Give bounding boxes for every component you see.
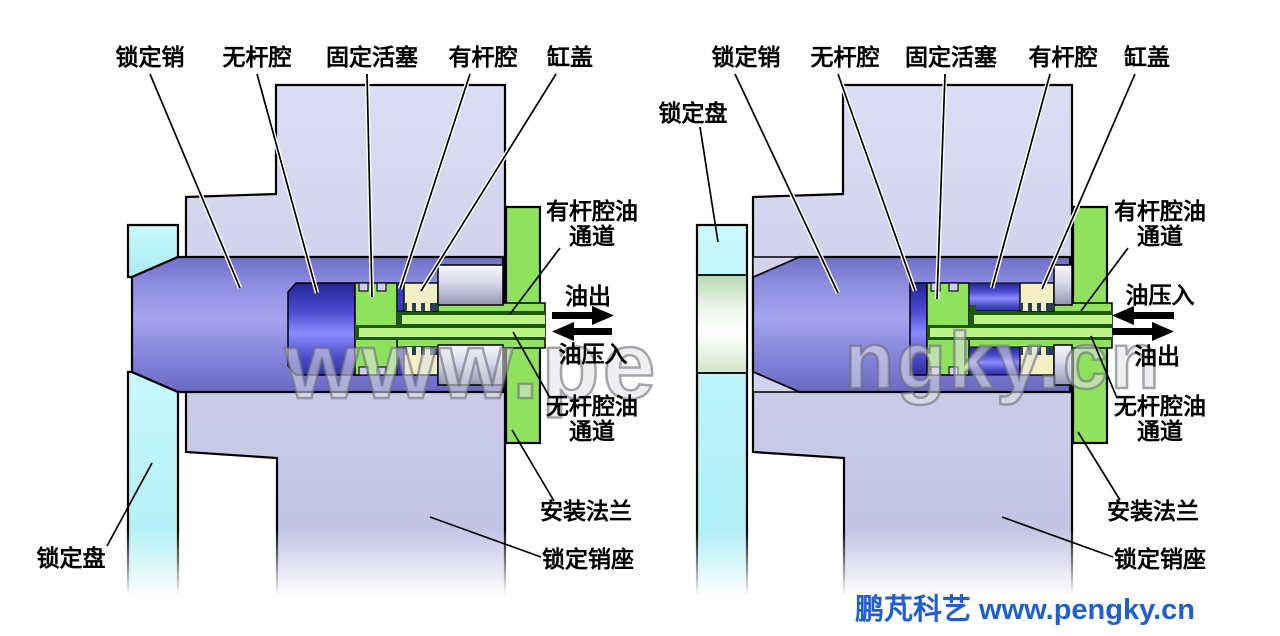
rod-chamber-oil-channel: [974, 315, 1112, 324]
label-oil-in-right: 油压入: [1126, 283, 1195, 308]
oil-in-arrow: [1112, 306, 1174, 325]
rod-chamber-oil-channel: [402, 315, 545, 324]
label-oil-out-left: 油出: [565, 284, 611, 309]
cylinder-cover-bottom: [1053, 344, 1073, 386]
oil-out-arrow: [1112, 322, 1174, 341]
label-lock-pin-right: 锁定销: [712, 44, 781, 70]
rod-chamber-oil-bottom: [968, 346, 1021, 376]
label-rod-oil-channel-left-2: 通道: [569, 223, 615, 249]
oil-out-arrow: [552, 306, 614, 325]
label-rodless-oil-channel-right-2: 通道: [1137, 418, 1183, 444]
rodless-chamber-oil-channel: [930, 328, 1112, 337]
label-rod-oil-channel-right-2: 通道: [1137, 223, 1183, 249]
label-rodless-oil-channel-right-1: 无杆腔油: [1114, 393, 1206, 419]
watermark-right: ngky.cn: [845, 316, 1162, 405]
piston-seal-rings: [358, 282, 387, 376]
oil-in-arrow: [552, 322, 612, 341]
bore-mouth-chamfer-top: [752, 256, 800, 279]
site-credit: 鹏芃科艺 www.pengky.cn: [855, 593, 1195, 626]
label-rodless-oil-channel-left-1: 无杆腔油: [546, 393, 638, 419]
label-pin-seat-right: 锁定销座: [1114, 546, 1206, 572]
cylinder-cover-top: [1053, 264, 1073, 306]
cylinder-cover-bottom: [437, 344, 504, 386]
label-oil-out-right: 油出: [1134, 344, 1180, 369]
cylinder-cover-top: [437, 264, 504, 306]
bottom-white: [0, 594, 1280, 636]
label-rod-chamber-left: 有杆腔: [449, 44, 518, 70]
watermark-left: www.pe: [284, 313, 658, 419]
cylinder-cover-seal-top: [1019, 282, 1055, 312]
label-rod-oil-channel-right-1: 有杆腔油: [1114, 198, 1206, 224]
label-lock-disc-left: 锁定盘: [37, 545, 106, 571]
rodless-chamber-oil-channel: [359, 328, 545, 337]
label-cylinder-cover-left: 缸盖: [547, 44, 593, 70]
label-fixed-piston-right: 固定活塞: [905, 44, 997, 70]
label-pin-seat-left: 锁定销座: [542, 546, 634, 572]
label-lock-disc-right: 锁定盘: [659, 100, 728, 126]
label-fixed-piston-left: 固定活塞: [326, 44, 418, 70]
channel-connector: [970, 305, 976, 314]
label-cylinder-cover-right: 缸盖: [1124, 44, 1170, 70]
label-rod-chamber-right: 有杆腔: [1029, 44, 1098, 70]
leader-lines: [106, 72, 1138, 558]
lock-disc-hole: [696, 274, 748, 374]
cylinder-cover-seal-bottom: [1019, 346, 1055, 376]
label-oil-in-left: 油压入: [559, 342, 628, 367]
bottom-fade: [0, 528, 1280, 596]
label-mounting-flange-right: 安装法兰: [1107, 498, 1199, 524]
label-rodless-chamber-left: 无杆腔: [223, 44, 292, 70]
label-rodless-oil-channel-left-2: 通道: [569, 418, 615, 444]
label-rodless-chamber-right: 无杆腔: [811, 44, 880, 70]
bore-mouth-chamfer-bottom: [752, 370, 800, 393]
label-lock-pin-left: 锁定销: [116, 44, 185, 70]
label-rod-oil-channel-left-1: 有杆腔油: [546, 198, 638, 224]
label-mounting-flange-left: 安装法兰: [540, 498, 632, 524]
